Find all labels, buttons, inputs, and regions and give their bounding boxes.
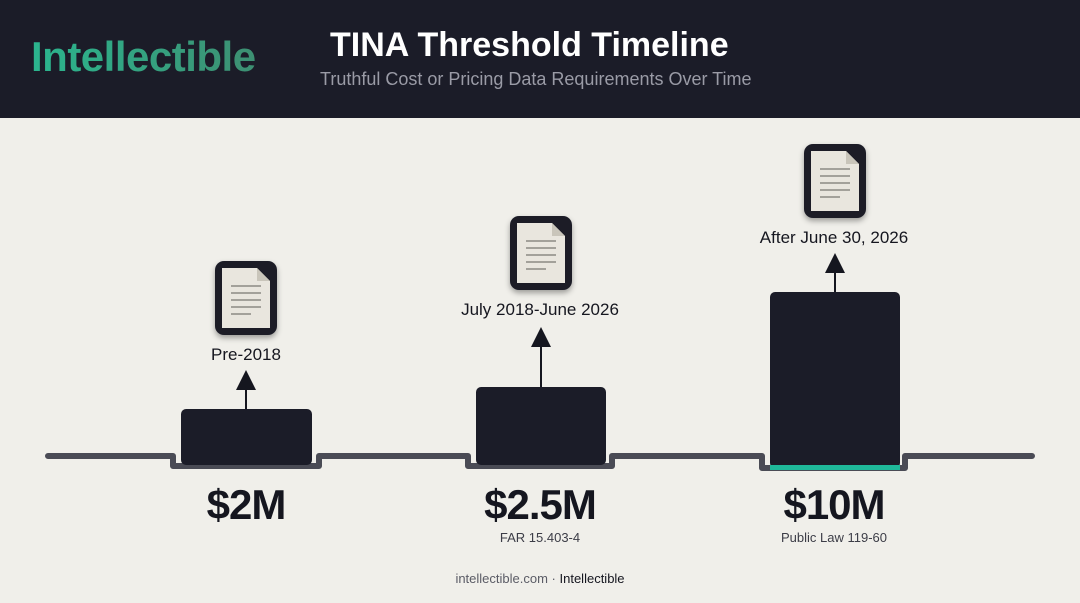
threshold-amount: $2.5M <box>484 481 597 528</box>
reference-label: FAR 15.403-4 <box>499 530 581 545</box>
threshold-block-10m <box>770 292 900 468</box>
page-subtitle: Truthful Cost or Pricing Data Requiremen… <box>320 69 752 89</box>
threshold-amount: $2M <box>206 481 287 528</box>
threshold-block-2-5m <box>476 387 606 465</box>
footer-brand: Intellectible <box>559 571 625 586</box>
accent-bar <box>770 465 900 470</box>
reference-label: Public Law 119-60 <box>781 530 887 545</box>
period-label: Pre-2018 <box>211 345 281 364</box>
footer-site: intellectible.com <box>455 571 548 586</box>
period-label: After June 30, 2026 <box>759 228 909 247</box>
period-label: July 2018-June 2026 <box>461 300 619 319</box>
threshold-block-2m <box>181 409 312 465</box>
threshold-amount: $10M <box>783 481 885 528</box>
page-title: TINA Threshold Timeline <box>330 26 729 64</box>
document-icon <box>803 143 867 219</box>
logo: Intellectible <box>31 33 256 80</box>
footer-separator: · <box>547 571 560 586</box>
footer: intellectible.com · Intellectible <box>0 571 1080 586</box>
document-icon <box>509 215 573 291</box>
document-icon <box>214 260 278 336</box>
header-bar: Intellectible TINA Threshold Timeline Tr… <box>0 0 1080 118</box>
